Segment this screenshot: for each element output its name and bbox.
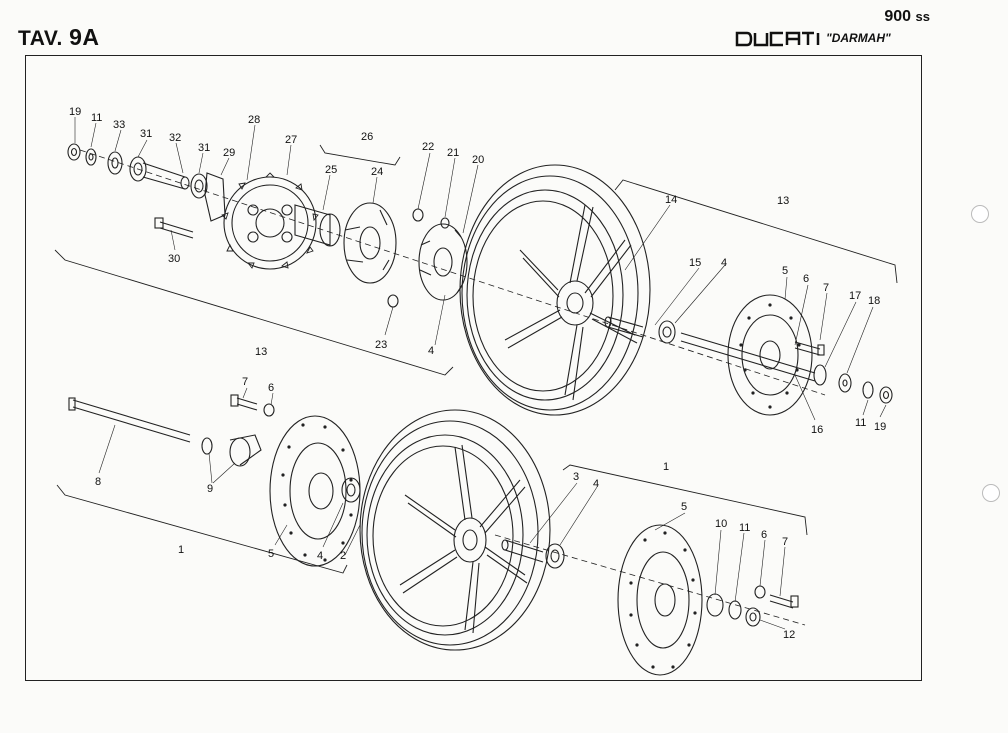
nut-23 (387, 294, 399, 308)
sprocket-hub (294, 204, 341, 247)
bolt-30 (154, 217, 194, 239)
title-block: TAV. 9A (18, 24, 100, 51)
spacer-32 (142, 162, 190, 190)
callout-33: 33 (113, 119, 125, 131)
callout-2: 2 (340, 550, 346, 562)
washer-11-right (862, 381, 874, 399)
bolt-7-right (769, 594, 799, 609)
brake-disc-icon (727, 294, 813, 416)
callout-1-right: 1 (663, 461, 669, 473)
nut-19 (67, 143, 81, 161)
callout-31: 31 (140, 128, 152, 140)
callout-6-front: 6 (268, 382, 274, 394)
callout-19-right: 19 (874, 421, 886, 433)
callout-18: 18 (868, 295, 880, 307)
callout-3: 3 (573, 471, 579, 483)
callout-13-left: 13 (255, 346, 267, 358)
model-number: 900 ss (884, 8, 930, 26)
nut-12 (745, 607, 761, 627)
bolt-7-front (230, 394, 258, 411)
callout-4-front-left: 4 (317, 550, 323, 562)
callout-4-rear: 4 (428, 345, 434, 357)
callout-20: 20 (472, 154, 484, 166)
front-wheel (359, 409, 551, 651)
callout-29: 29 (223, 147, 235, 159)
washer-18 (838, 373, 852, 393)
bearing-4-top (658, 320, 676, 344)
bearing-4-front-left (341, 477, 361, 503)
washer-11 (85, 148, 97, 166)
callout-11: 11 (91, 112, 102, 124)
callout-9: 9 (207, 483, 213, 495)
washer-6-front (263, 403, 275, 417)
callout-10: 10 (715, 518, 727, 530)
callout-21: 21 (447, 147, 459, 159)
tav-label: TAV. (18, 27, 63, 50)
clamp-9 (229, 434, 262, 467)
callout-7-right: 7 (782, 536, 788, 548)
bearing-4-front-right (545, 543, 565, 569)
callout-4-top: 4 (721, 257, 727, 269)
exploded-diagram: 19 11 33 31 32 31 29 28 27 25 26 24 22 2… (54, 106, 898, 676)
ducati-logo (735, 31, 820, 47)
spacer-15 (604, 316, 644, 338)
spacer-3 (501, 539, 544, 563)
spacer-10 (706, 593, 724, 617)
nut-19-right (879, 386, 893, 404)
washer-33 (107, 151, 123, 175)
front-disc-right (617, 524, 703, 676)
callout-31b: 31 (198, 142, 210, 154)
callout-12: 12 (783, 629, 795, 641)
callout-19: 19 (69, 106, 81, 118)
callout-7-top: 7 (823, 282, 829, 294)
callout-15: 15 (689, 257, 701, 269)
bolt-7-top (794, 341, 825, 356)
callout-11-right: 11 (855, 417, 866, 429)
callout-26: 26 (361, 131, 373, 143)
callout-14: 14 (665, 194, 677, 206)
tav-number: 9A (69, 24, 100, 50)
callout-6-top: 6 (803, 273, 809, 285)
wheel-icon (459, 164, 651, 416)
callout-11-front: 11 (739, 522, 750, 534)
callout-7-front: 7 (242, 376, 248, 388)
cush-drive-20 (418, 223, 468, 301)
callout-13-right: 13 (777, 195, 789, 207)
spacer-21-22 (412, 208, 450, 229)
callout-6-right: 6 (761, 529, 767, 541)
callout-28: 28 (248, 114, 260, 126)
callout-16: 16 (811, 424, 823, 436)
callout-5-top: 5 (782, 265, 788, 277)
callout-24: 24 (371, 166, 383, 178)
callout-17: 17 (849, 290, 861, 302)
callout-30: 30 (168, 253, 180, 265)
binder-hole-top (971, 205, 989, 223)
callout-25: 25 (325, 164, 337, 176)
diagram-frame (25, 55, 922, 681)
bearing-31b (190, 173, 208, 199)
callout-22: 22 (422, 141, 434, 153)
plate-29 (204, 172, 226, 222)
binder-hole-bottom (982, 484, 1000, 502)
callout-5-front-left: 5 (268, 548, 274, 560)
washer-6-right (754, 585, 766, 599)
callout-27: 27 (285, 134, 297, 146)
callout-labels: 19 11 33 31 32 31 29 28 27 25 26 24 22 2… (69, 106, 886, 641)
callout-1-left: 1 (178, 544, 184, 556)
sprocket-icon (221, 172, 319, 270)
callout-8: 8 (95, 476, 101, 488)
callout-5-front-right: 5 (681, 501, 687, 513)
spacer-17 (813, 364, 827, 386)
callout-4-front-right: 4 (593, 478, 599, 490)
model-number-value: 900 (884, 8, 912, 25)
model-suffix: ss (915, 9, 930, 24)
flange-24 (343, 202, 397, 284)
callout-23: 23 (375, 339, 387, 351)
axle-8 (68, 397, 191, 443)
washer-11-front (728, 600, 742, 620)
callout-32: 32 (169, 132, 181, 144)
washer-9 (201, 437, 213, 455)
model-name: "DARMAH" (826, 31, 891, 45)
axle-icon (680, 332, 816, 382)
